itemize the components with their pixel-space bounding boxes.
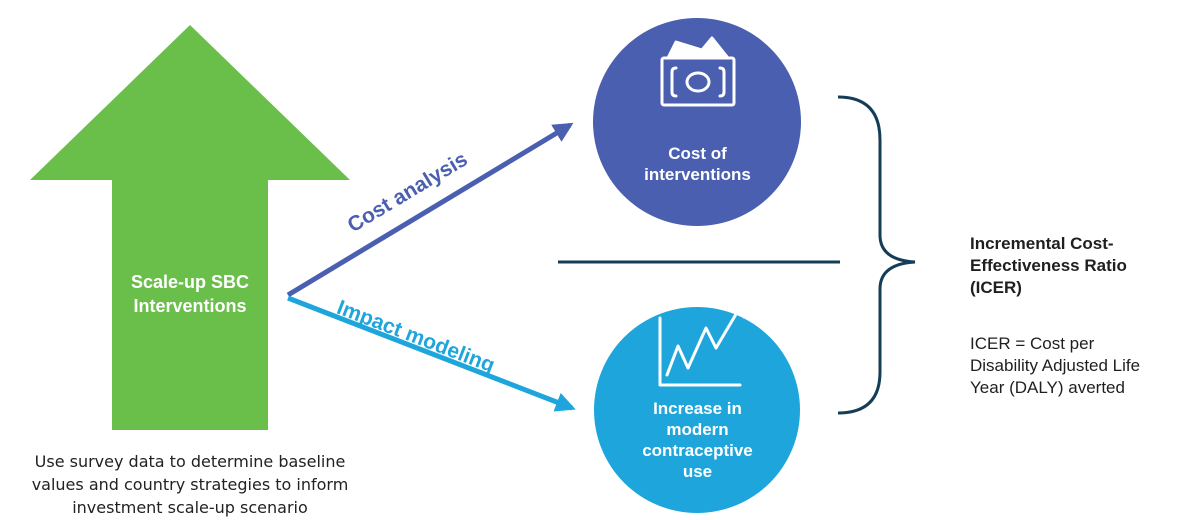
icer-def-line3: Year (DALY) averted bbox=[970, 378, 1125, 397]
scale-up-label: Scale-up SBC Interventions bbox=[95, 270, 285, 318]
icer-definition: ICER = Cost per Disability Adjusted Life… bbox=[970, 333, 1200, 399]
impact-modeling-arrow bbox=[287, 295, 576, 412]
caption-line2: values and country strategies to inform bbox=[31, 475, 349, 494]
icer-title-line2: Effectiveness Ratio bbox=[970, 256, 1127, 275]
icer-title: Incremental Cost- Effectiveness Ratio (I… bbox=[970, 233, 1200, 299]
caption-line3: investment scale-up scenario bbox=[72, 498, 308, 517]
icer-def-line2: Disability Adjusted Life bbox=[970, 356, 1141, 375]
impact-circle bbox=[594, 307, 800, 513]
cost-analysis-arrow bbox=[286, 122, 574, 298]
impact-circle-label: Increase in modern contraceptive use bbox=[610, 398, 785, 482]
trend-up-icon bbox=[658, 302, 746, 387]
cost-circle-label: Cost of interventions bbox=[610, 143, 785, 185]
cost-circle bbox=[593, 18, 801, 226]
caption-line1: Use survey data to determine baseline bbox=[34, 452, 346, 471]
impact-circle-line3: contraceptive bbox=[642, 441, 753, 460]
icer-title-line3: (ICER) bbox=[970, 278, 1022, 297]
cost-circle-line1: Cost of bbox=[668, 144, 727, 163]
icer-title-line1: Incremental Cost- bbox=[970, 234, 1114, 253]
impact-circle-line1: Increase in bbox=[653, 399, 742, 418]
money-icon bbox=[660, 36, 736, 107]
scale-up-label-line2: Interventions bbox=[133, 296, 247, 316]
caption: Use survey data to determine baseline va… bbox=[0, 450, 380, 519]
icer-def-line1: ICER = Cost per bbox=[970, 334, 1095, 353]
curly-bracket bbox=[837, 95, 916, 415]
impact-circle-line2: modern bbox=[666, 420, 729, 439]
scale-up-arrow bbox=[30, 25, 350, 430]
impact-circle-line4: use bbox=[682, 462, 713, 481]
cost-circle-line2: interventions bbox=[644, 165, 751, 184]
scale-up-label-line1: Scale-up SBC bbox=[130, 272, 250, 292]
